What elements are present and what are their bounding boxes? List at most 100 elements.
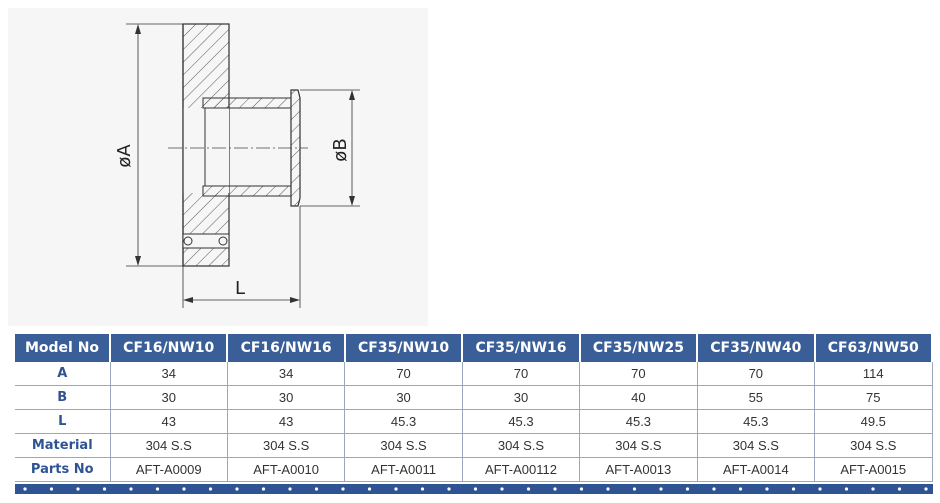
table-cell: 304 S.S (344, 433, 463, 458)
table-cell: 70 (344, 362, 463, 386)
table-header-row: Model No CF16/NW10 CF16/NW16 CF35/NW10 C… (15, 334, 934, 362)
table-cell: 304 S.S (814, 433, 933, 458)
dot-pattern (23, 487, 928, 491)
table-cell: AFT-A0014 (696, 457, 815, 482)
table-cell: 304 S.S (461, 433, 580, 458)
table-cell: 304 S.S (579, 433, 698, 458)
band-dot (924, 487, 928, 491)
header-model: CF35/NW40 (697, 334, 816, 362)
table-cell: 43 (109, 409, 228, 434)
band-dot (606, 487, 610, 491)
table-cell: AFT-A0011 (344, 457, 463, 482)
band-dot (155, 487, 160, 491)
band-dot (818, 487, 822, 491)
flange-section (182, 23, 230, 267)
table-cell: 114 (814, 362, 933, 386)
band-dot (500, 487, 504, 491)
header-model: CF35/NW10 (344, 334, 464, 362)
label-length-l: L (235, 278, 245, 299)
table-cell: 75 (814, 385, 933, 410)
table-cell: AFT-A0013 (579, 457, 698, 482)
decorative-dot-band (15, 484, 933, 494)
row-label: Material (15, 433, 110, 458)
table-cell: 70 (461, 362, 580, 386)
row-label: Parts No (15, 457, 110, 482)
table-cell: AFT-A0010 (226, 457, 345, 482)
table-cell: 34 (109, 362, 228, 386)
table-cell: 304 S.S (109, 433, 228, 458)
table-cell: 70 (579, 362, 698, 386)
table-row: A 34 34 70 70 70 70 114 (15, 362, 933, 386)
dimension-l: L (182, 206, 301, 308)
table-cell: AFT-A0015 (814, 457, 933, 482)
table-cell: 40 (579, 385, 698, 410)
table-cell: AFT-A00112 (461, 457, 580, 482)
header-model-no: Model No (15, 334, 111, 362)
table-row: Parts No AFT-A0009 AFT-A0010 AFT-A0011 A… (15, 457, 933, 482)
header-model: CF35/NW25 (579, 334, 699, 362)
band-dot (420, 487, 425, 491)
band-dot (314, 487, 319, 491)
table-cell: 45.3 (579, 409, 698, 434)
band-dot (208, 487, 213, 491)
band-dot (367, 487, 372, 491)
band-dot (49, 487, 54, 491)
band-dot (473, 487, 478, 491)
header-model: CF16/NW16 (227, 334, 346, 362)
dimension-a: øA (114, 23, 183, 267)
band-dot (765, 487, 769, 491)
band-dot (526, 487, 531, 491)
band-dot (261, 487, 266, 491)
table-cell: 304 S.S (226, 433, 345, 458)
band-dot (579, 487, 584, 491)
technical-drawing: øA øB L (8, 8, 428, 326)
table-row: B 30 30 30 30 40 55 75 (15, 385, 933, 410)
band-dot (23, 487, 27, 491)
band-dot (791, 487, 796, 491)
table-cell: 70 (696, 362, 815, 386)
table-row: Material 304 S.S 304 S.S 304 S.S 304 S.S… (15, 433, 933, 458)
table-cell: 49.5 (814, 409, 933, 434)
band-dot (553, 487, 557, 491)
row-label: B (15, 385, 110, 410)
band-dot (632, 487, 637, 491)
band-dot (738, 487, 743, 491)
table-cell: 34 (226, 362, 345, 386)
header-model: CF35/NW16 (462, 334, 581, 362)
table-cell: 30 (344, 385, 463, 410)
dimension-b: øB (300, 89, 360, 207)
band-dot (76, 487, 80, 491)
label-diameter-b: øB (330, 138, 351, 161)
table-cell: AFT-A0009 (109, 457, 228, 482)
label-diameter-a: øA (114, 144, 135, 168)
table-cell: 45.3 (696, 409, 815, 434)
band-dot (712, 487, 716, 491)
table-cell: 30 (226, 385, 345, 410)
table-row: L 43 43 45.3 45.3 45.3 45.3 49.5 (15, 409, 933, 434)
band-dot (844, 487, 849, 491)
band-dot (182, 487, 186, 491)
band-dot (102, 487, 107, 491)
table-cell: 30 (109, 385, 228, 410)
table-cell: 55 (696, 385, 815, 410)
header-model: CF63/NW50 (814, 334, 934, 362)
band-dot (235, 487, 239, 491)
table-cell: 30 (461, 385, 580, 410)
band-dot (447, 487, 451, 491)
header-model: CF16/NW10 (110, 334, 229, 362)
flange-adapter-drawing: øA øB L (114, 23, 360, 308)
band-dot (288, 487, 292, 491)
specification-table: Model No CF16/NW10 CF16/NW16 CF35/NW10 C… (15, 334, 934, 482)
table-cell: 43 (226, 409, 345, 434)
band-dot (341, 487, 345, 491)
band-dot (659, 487, 663, 491)
table-cell: 304 S.S (696, 433, 815, 458)
row-label: L (15, 409, 110, 434)
table-cell: 45.3 (344, 409, 463, 434)
band-dot (129, 487, 133, 491)
table-cell: 45.3 (461, 409, 580, 434)
band-dot (871, 487, 875, 491)
band-dot (685, 487, 690, 491)
band-dot (394, 487, 398, 491)
band-dot (897, 487, 902, 491)
